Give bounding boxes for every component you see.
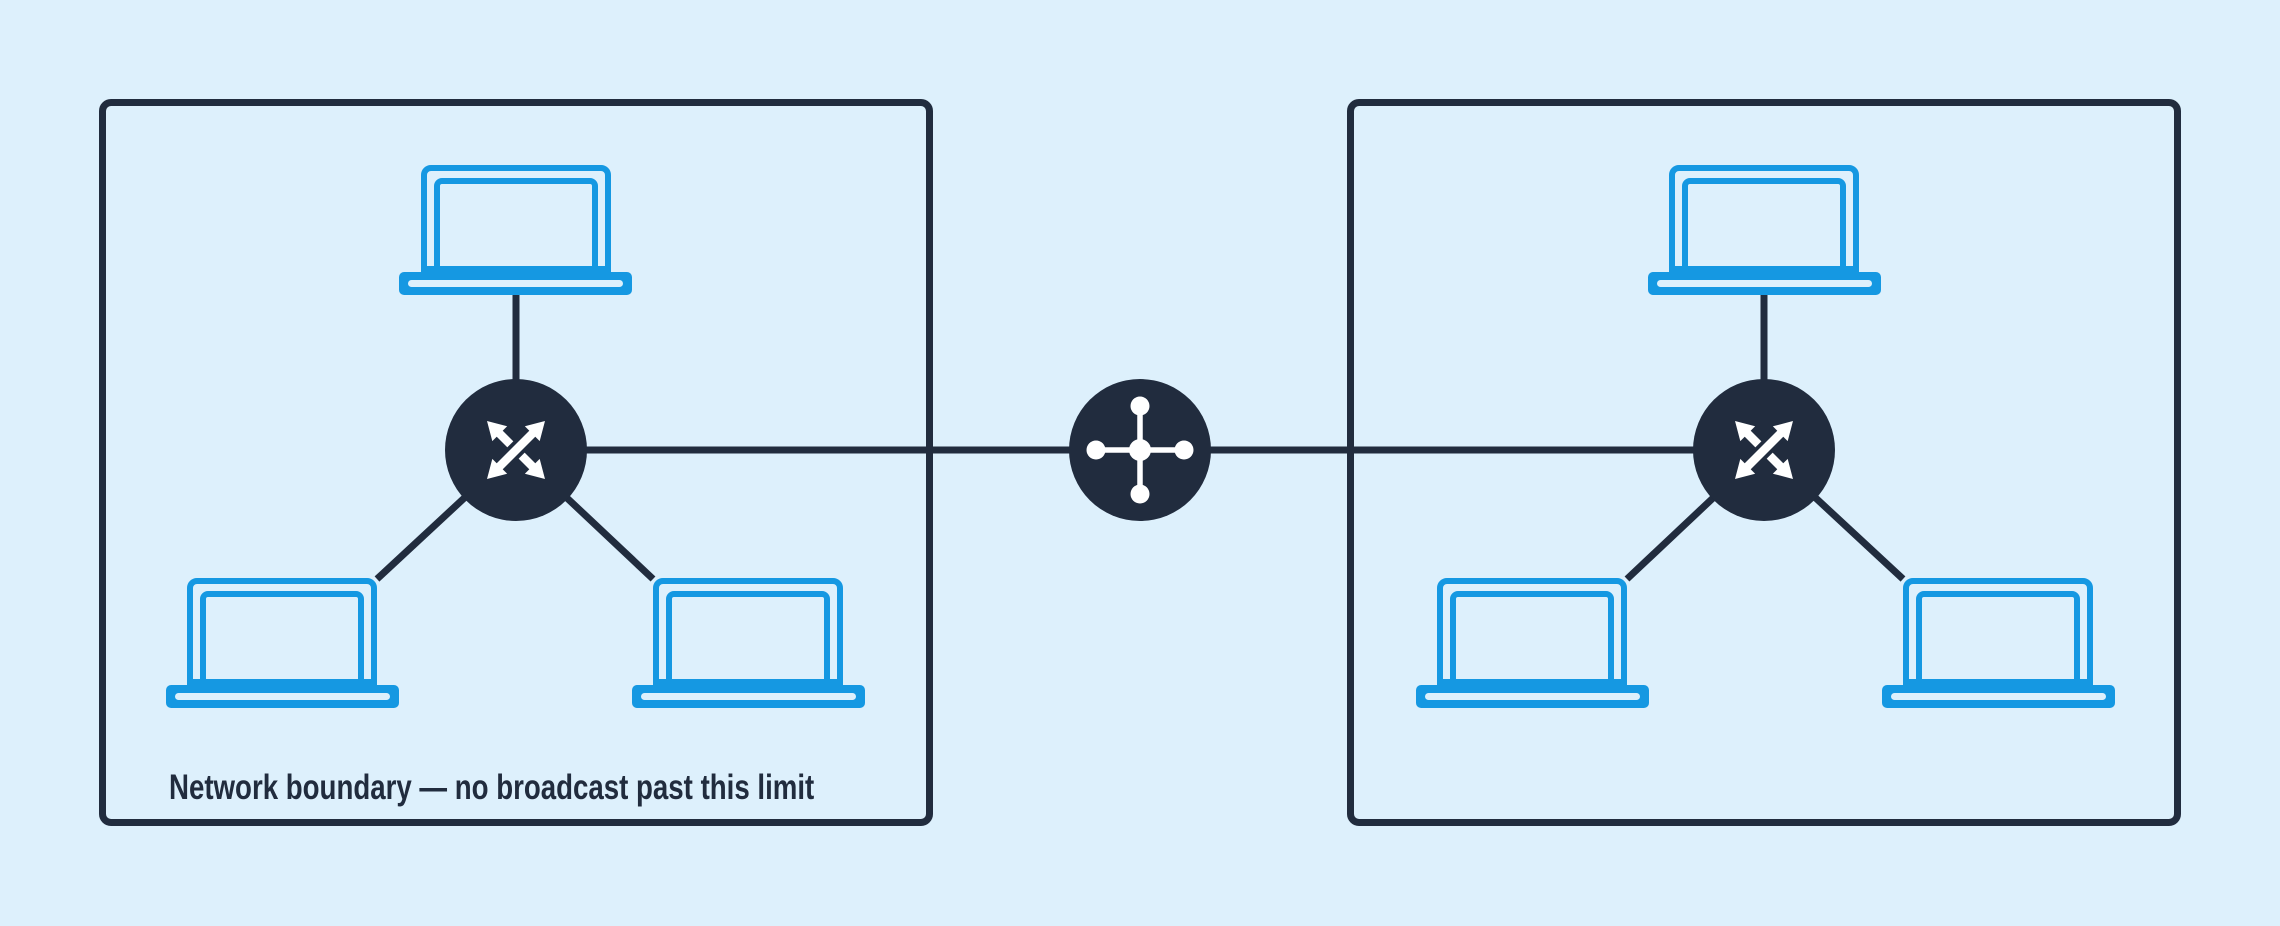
switch-icon [1693,379,1835,521]
laptop-screen [666,591,830,685]
network-boundary-label: Network boundary — no broadcast past thi… [169,768,815,807]
laptop-base-slot [174,693,390,700]
laptop-icon [1881,578,2115,708]
crossed-arrows-glyph [1735,421,1793,479]
laptop-base [1415,685,1649,708]
laptop-base-slot [1890,693,2106,700]
laptop-base-slot [408,280,623,287]
laptop-screen [1916,591,2080,685]
laptop-icon [165,578,399,708]
switch-icon [445,379,587,521]
router-icon [1069,379,1211,521]
crossed-arrows-glyph [487,421,545,479]
laptop-icon [631,578,865,708]
laptop-base-slot [640,693,856,700]
laptop-icon [1647,165,1881,295]
laptop-base-slot [1424,693,1640,700]
hub-cross-dots-glyph [1086,396,1194,504]
laptop-base [1647,272,1881,295]
laptop-icon [399,165,632,295]
laptop-screen [433,178,598,272]
laptop-base-slot [1656,280,1872,287]
laptop-screen [1682,178,1846,272]
laptop-base [1881,685,2115,708]
laptop-screen [1450,591,1614,685]
laptop-screen [200,591,364,685]
network-boundary-box-left [99,99,933,826]
laptop-base [165,685,399,708]
laptop-base [631,685,865,708]
network-boundary-box-right [1347,99,2181,826]
laptop-icon [1415,578,1649,708]
laptop-base [399,272,632,295]
